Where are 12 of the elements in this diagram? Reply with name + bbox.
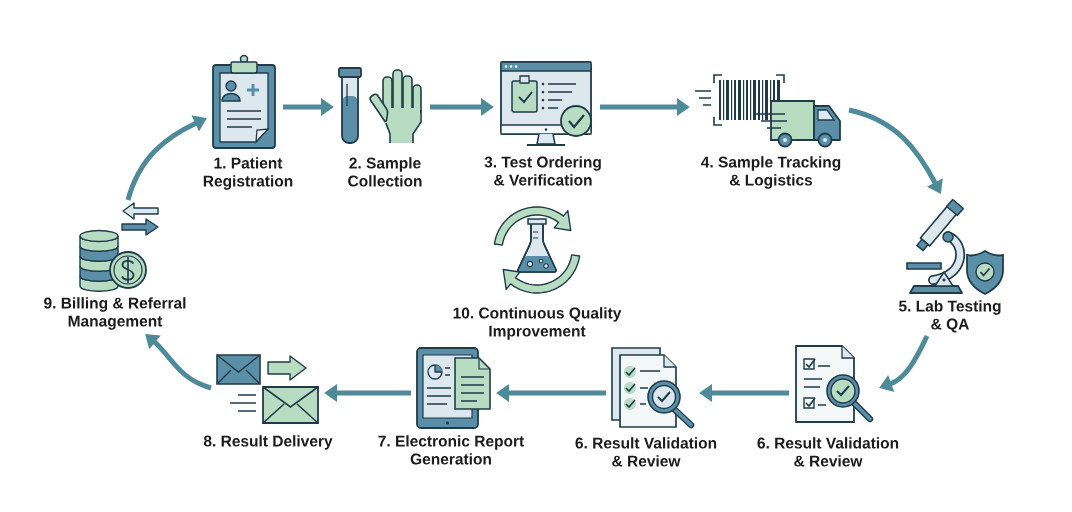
step-label: 7. Electronic Report Generation: [378, 435, 524, 465]
step-label: 2. Sample Collection: [348, 157, 422, 187]
step-label: 5. Lab Testing & QA: [898, 300, 1001, 333]
step-label: 3. Test Ordering & Verification: [484, 156, 601, 186]
arrow: [145, 334, 212, 391]
step-label: 8. Result Delivery: [203, 435, 333, 450]
step-label: 1. Patient Registration: [203, 157, 293, 190]
step-label: 10. Continuous Quality Improvement: [453, 307, 622, 340]
step-label: 6. Result Validation & Review: [575, 437, 717, 467]
step-label: 6. Result Validation & Review: [757, 437, 899, 467]
step-label: 9. Billing & Referral Management: [44, 297, 186, 330]
step-label: 4. Sample Tracking & Logistics: [701, 156, 841, 189]
